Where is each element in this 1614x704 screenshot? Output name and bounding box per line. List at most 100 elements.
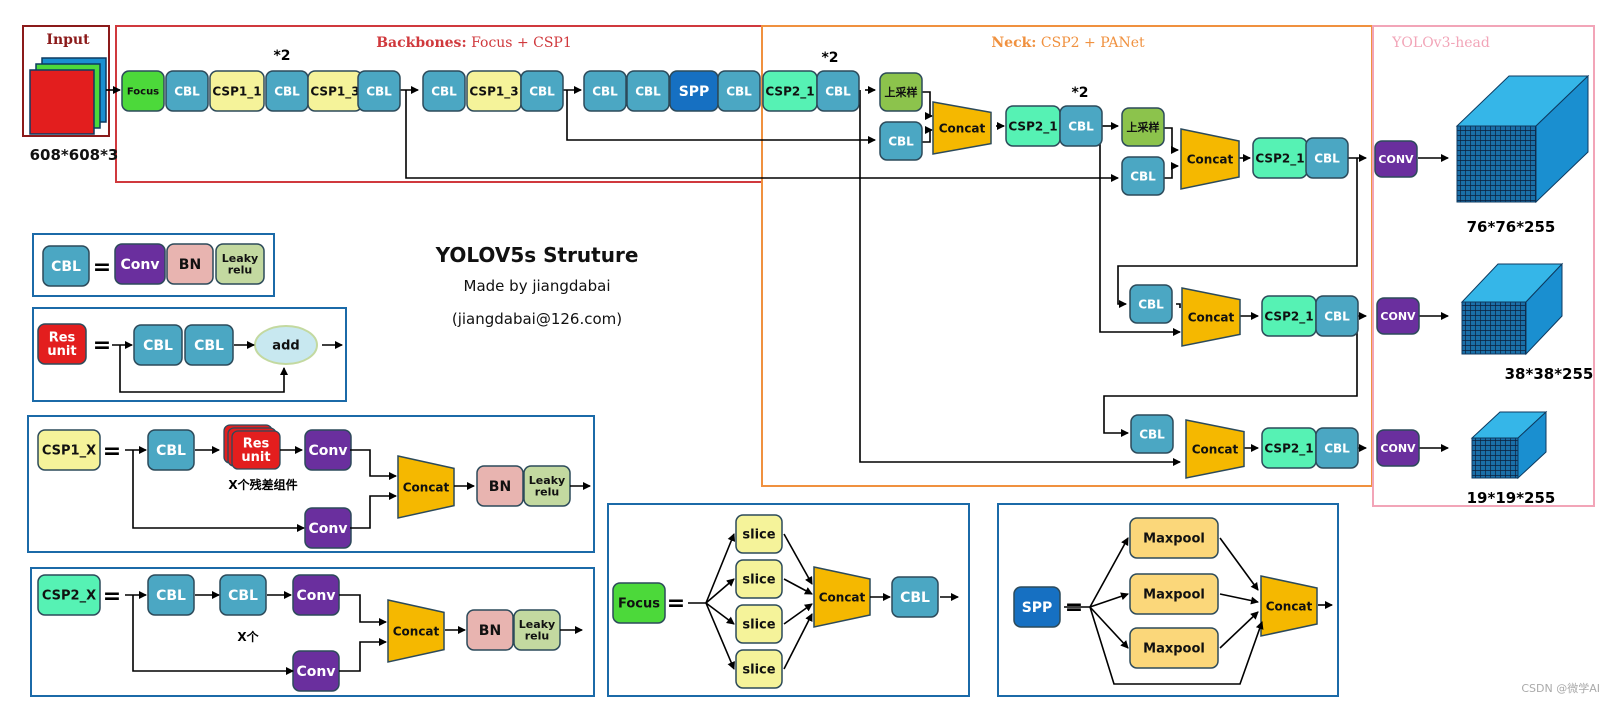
legend-csp1-x: CSP1_X xyxy=(37,429,101,471)
equals-sign: = xyxy=(667,591,685,616)
svg-text:CBL: CBL xyxy=(156,443,186,459)
head-title: YOLOv3-head xyxy=(1391,35,1490,51)
equals-sign: = xyxy=(103,584,121,609)
svg-text:CBL: CBL xyxy=(1139,427,1165,441)
diagram-email: (jiangdabai@126.com) xyxy=(452,310,622,328)
svg-text:Concat: Concat xyxy=(1266,599,1313,613)
legend-bn: BN xyxy=(166,243,214,285)
cbl-block: CBL xyxy=(1121,156,1165,196)
cbl-block: CBL xyxy=(265,70,309,112)
svg-text:Concat: Concat xyxy=(1187,152,1234,166)
cbl-block: CBL xyxy=(1305,137,1349,179)
csp2-1-block: CSP2_1 xyxy=(762,70,818,112)
cbl-block: CBL xyxy=(1059,105,1103,147)
legend-conv: Conv xyxy=(292,574,340,616)
svg-text:CBL: CBL xyxy=(888,134,914,148)
svg-text:Concat: Concat xyxy=(1188,310,1235,324)
legend-csp2-x: CSP2_X xyxy=(37,574,101,616)
svg-text:CBL: CBL xyxy=(1130,169,1156,183)
legend-cbl: CBL xyxy=(147,429,195,471)
conv-head-block: CONV xyxy=(1376,297,1420,335)
legend-slice: slice xyxy=(735,514,783,554)
legend-concat: Concat xyxy=(397,455,455,519)
svg-text:CSP1_X: CSP1_X xyxy=(42,444,96,459)
output-tensor-38 xyxy=(1460,262,1564,356)
svg-text:Concat: Concat xyxy=(819,590,866,604)
cbl-block: CBL xyxy=(520,70,564,112)
legend-spp: SPP xyxy=(1013,586,1061,628)
svg-text:Conv: Conv xyxy=(297,664,336,680)
legend-concat: Concat xyxy=(1260,575,1318,637)
diagram-title: YOLOV5s Struture xyxy=(435,243,639,267)
legend-bn: BN xyxy=(476,465,524,507)
watermark: CSDN @微学AI xyxy=(1521,681,1600,695)
repeat-markers: *2 *2 *2 xyxy=(273,48,1088,101)
legend-cbl: CBL xyxy=(184,324,234,366)
csp2-1-block: CSP2_1 xyxy=(1252,137,1308,179)
legend-equals: = = = = = = xyxy=(93,255,1083,620)
output-size-76: 76*76*255 xyxy=(1467,218,1556,236)
concat-block: Concat xyxy=(1180,128,1240,190)
svg-text:CBL: CBL xyxy=(194,338,224,354)
input-size-label: 608*608*3 xyxy=(30,146,119,164)
csp1-1-block: CSP1_1 xyxy=(209,70,265,112)
svg-text:CBL: CBL xyxy=(726,84,752,98)
cbl-block: CBL xyxy=(626,70,670,112)
legend-slice: slice xyxy=(735,559,783,599)
neck-connectors xyxy=(859,90,1449,466)
svg-text:Maxpool: Maxpool xyxy=(1143,642,1205,657)
svg-text:slice: slice xyxy=(742,528,775,543)
svg-text:CBL: CBL xyxy=(900,590,930,606)
svg-text:CSP2_1: CSP2_1 xyxy=(1264,309,1313,324)
svg-text:BN: BN xyxy=(479,623,501,639)
section-frames xyxy=(22,25,1595,507)
repeat-marker: *2 xyxy=(821,50,838,66)
backbone-connectors xyxy=(106,86,1119,182)
svg-text:CBL: CBL xyxy=(366,84,392,98)
svg-text:SPP: SPP xyxy=(1022,600,1053,616)
cbl-block: CBL xyxy=(422,70,466,112)
svg-text:CBL: CBL xyxy=(156,588,186,604)
svg-text:CBL: CBL xyxy=(228,588,258,604)
concat-block: Concat xyxy=(1185,419,1245,479)
cbl-block: CBL xyxy=(816,70,860,112)
svg-text:CSP1_3: CSP1_3 xyxy=(310,84,359,99)
cbl-block: CBL xyxy=(1315,427,1359,469)
svg-text:CSP2_X: CSP2_X xyxy=(42,589,96,604)
neck-title: Neck: CSP2 + PANet xyxy=(991,35,1145,51)
cbl-block: CBL xyxy=(165,70,209,112)
input-title: Input xyxy=(46,32,90,48)
cbl-block: CBL xyxy=(1315,295,1359,337)
svg-text:BN: BN xyxy=(179,257,201,273)
legend-slice: slice xyxy=(735,649,783,689)
csp2-1-block: CSP2_1 xyxy=(1261,295,1317,337)
legend-frames xyxy=(27,233,1339,697)
svg-text:CBL: CBL xyxy=(1324,441,1350,455)
output-size-38: 38*38*255 xyxy=(1505,365,1594,383)
csp1-3-block: CSP1_3 xyxy=(307,70,363,112)
csp1-3-block: CSP1_3 xyxy=(466,70,522,112)
equals-sign: = xyxy=(1065,595,1083,620)
legend-bn: BN xyxy=(466,609,514,651)
output-tensor-19 xyxy=(1470,410,1548,480)
svg-text:Concat: Concat xyxy=(939,121,986,135)
legend-conv: Conv xyxy=(304,429,352,471)
cbl-block: CBL xyxy=(717,70,761,112)
svg-text:CBL: CBL xyxy=(1068,119,1094,133)
svg-text:上采样: 上采样 xyxy=(1127,120,1160,134)
legend-concat: Concat xyxy=(813,566,871,628)
residual-caption: X个残差组件 xyxy=(228,477,297,492)
focus-block: Focus xyxy=(121,70,165,112)
upsample-block: 上采样 xyxy=(1121,107,1165,147)
legend-add: add xyxy=(254,325,318,365)
svg-text:add: add xyxy=(272,339,299,354)
legend-focus: Focus xyxy=(612,582,666,624)
legend-slice: slice xyxy=(735,604,783,644)
legend-maxpool: Maxpool xyxy=(1129,573,1219,615)
